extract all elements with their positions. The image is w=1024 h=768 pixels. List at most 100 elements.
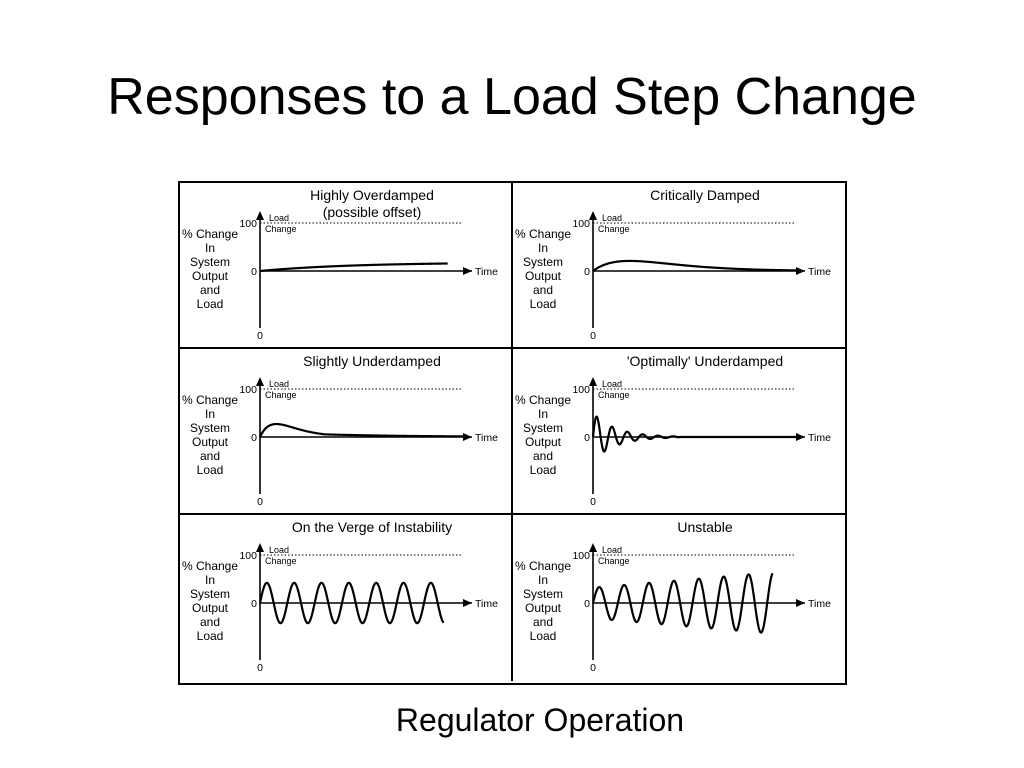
y-tick-bottom: 0 bbox=[257, 496, 263, 508]
x-axis-label: Time bbox=[475, 266, 498, 278]
load-change-label: Load bbox=[269, 545, 289, 555]
y-axis-label: In bbox=[538, 241, 548, 255]
y-axis-label: Load bbox=[197, 463, 224, 477]
response-curve bbox=[258, 581, 445, 625]
y-axis-label: Load bbox=[530, 629, 557, 643]
panel-title: On the Verge of Instability bbox=[292, 519, 452, 535]
panel-graph: 'Optimally' Underdamped % ChangeInSystemO… bbox=[515, 353, 831, 508]
x-axis-label: Time bbox=[475, 598, 498, 610]
y-axis-label: and bbox=[533, 449, 553, 463]
y-axis-label: % Change bbox=[515, 559, 571, 573]
load-change-label: Load bbox=[269, 213, 289, 223]
y-axis-label: System bbox=[523, 255, 563, 269]
panel-title: Critically Damped bbox=[650, 187, 760, 203]
y-tick-bottom: 0 bbox=[590, 330, 596, 342]
y-axis-label: In bbox=[205, 407, 215, 421]
x-axis-label: Time bbox=[808, 432, 831, 444]
response-curve bbox=[592, 259, 798, 272]
y-axis-label: % Change bbox=[182, 227, 238, 241]
y-tick-bottom: 0 bbox=[590, 662, 596, 674]
y-axis-label: In bbox=[205, 241, 215, 255]
load-change-label: Change bbox=[598, 224, 630, 234]
y-tick-100: 100 bbox=[572, 550, 590, 562]
y-axis-label: Output bbox=[525, 435, 562, 449]
y-axis-label: In bbox=[538, 407, 548, 421]
y-axis-label: % Change bbox=[182, 393, 238, 407]
response-curve bbox=[591, 572, 774, 634]
load-change-label: Change bbox=[265, 224, 297, 234]
y-tick-100: 100 bbox=[572, 384, 590, 396]
y-tick-100: 100 bbox=[572, 218, 590, 230]
response-curve bbox=[259, 422, 465, 438]
slide-title: Responses to a Load Step Change bbox=[107, 68, 917, 126]
load-change-label: Load bbox=[602, 379, 622, 389]
response-curve bbox=[259, 262, 449, 273]
panel-graph: Slightly Underdamped % ChangeInSystemOutp… bbox=[182, 353, 498, 508]
y-tick-0: 0 bbox=[584, 598, 590, 610]
y-axis-label: Load bbox=[197, 629, 224, 643]
load-change-label: Change bbox=[265, 390, 297, 400]
y-tick-100: 100 bbox=[239, 384, 257, 396]
panel-title: 'Optimally' Underdamped bbox=[627, 353, 783, 369]
panel-title: Highly Overdamped bbox=[310, 187, 434, 203]
y-axis-label: Output bbox=[525, 269, 562, 283]
y-axis-label: Load bbox=[530, 463, 557, 477]
y-axis-label: and bbox=[200, 283, 220, 297]
y-axis-label: System bbox=[190, 255, 230, 269]
panel-graph: Unstable% ChangeInSystemOutputandLoad100… bbox=[515, 519, 831, 674]
y-axis-label: In bbox=[205, 573, 215, 587]
panel-graph: On the Verge of Instability % ChangeInSys… bbox=[182, 519, 498, 674]
load-change-label: Load bbox=[602, 213, 622, 223]
load-change-label: Change bbox=[598, 390, 630, 400]
load-change-label: Load bbox=[269, 379, 289, 389]
x-axis-label: Time bbox=[808, 598, 831, 610]
panel-title: Slightly Underdamped bbox=[303, 353, 441, 369]
y-tick-0: 0 bbox=[251, 598, 257, 610]
y-axis-label: System bbox=[523, 587, 563, 601]
y-axis-label: System bbox=[190, 421, 230, 435]
x-axis-label: Time bbox=[808, 266, 831, 278]
y-axis-label: % Change bbox=[182, 559, 238, 573]
y-tick-0: 0 bbox=[251, 432, 257, 444]
load-change-label: Change bbox=[265, 556, 297, 566]
y-axis-label: In bbox=[538, 573, 548, 587]
y-axis-label: and bbox=[533, 283, 553, 297]
y-axis-label: Output bbox=[525, 601, 562, 615]
panel-title: Unstable bbox=[677, 519, 732, 535]
panel-graph: Highly Overdamped(possible offset) % Chan… bbox=[182, 187, 498, 342]
panel-title: (possible offset) bbox=[323, 204, 422, 220]
y-axis-label: % Change bbox=[515, 393, 571, 407]
y-axis-label: % Change bbox=[515, 227, 571, 241]
y-tick-100: 100 bbox=[239, 550, 257, 562]
y-tick-0: 0 bbox=[251, 266, 257, 278]
y-axis-label: and bbox=[200, 615, 220, 629]
y-tick-bottom: 0 bbox=[257, 330, 263, 342]
y-axis-label: Load bbox=[530, 297, 557, 311]
y-axis-label: Output bbox=[192, 269, 229, 283]
y-axis-label: System bbox=[190, 587, 230, 601]
load-change-label: Change bbox=[598, 556, 630, 566]
y-tick-bottom: 0 bbox=[590, 496, 596, 508]
panel-graph: Critically Damped % ChangeInSystemOutputa… bbox=[515, 187, 831, 342]
x-axis-label: Time bbox=[475, 432, 498, 444]
y-axis-label: Output bbox=[192, 601, 229, 615]
load-change-label: Load bbox=[602, 545, 622, 555]
y-axis-label: and bbox=[533, 615, 553, 629]
y-axis-label: Output bbox=[192, 435, 229, 449]
y-axis-label: Load bbox=[197, 297, 224, 311]
y-axis-label: System bbox=[523, 421, 563, 435]
response-curve bbox=[591, 415, 798, 453]
damping-responses-figure: Highly Overdamped(possible offset) % Chan… bbox=[178, 181, 847, 685]
y-axis-label: and bbox=[200, 449, 220, 463]
y-tick-100: 100 bbox=[239, 218, 257, 230]
y-tick-bottom: 0 bbox=[257, 662, 263, 674]
y-tick-0: 0 bbox=[584, 266, 590, 278]
y-tick-0: 0 bbox=[584, 432, 590, 444]
panel-highly-overdamped: Highly Overdamped(possible offset) % Chan… bbox=[180, 183, 513, 349]
figure-caption: Regulator Operation bbox=[395, 702, 685, 738]
